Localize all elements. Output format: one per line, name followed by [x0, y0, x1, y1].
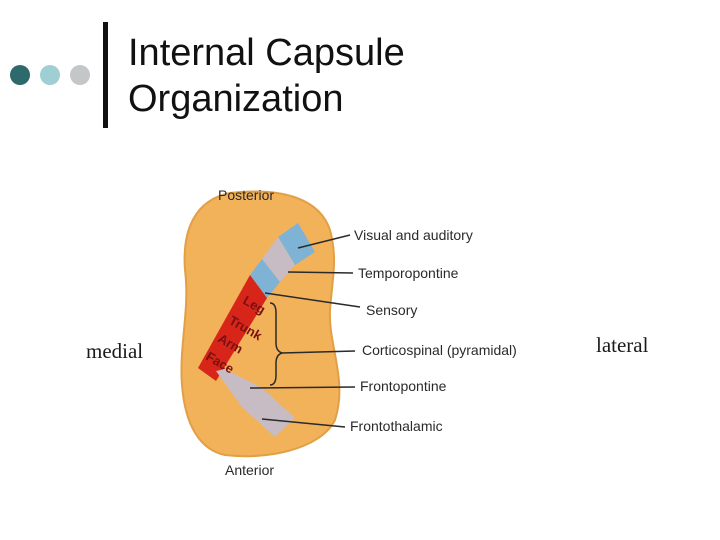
segment-temporopontine: [262, 237, 295, 282]
segment-corticospinal: [198, 275, 267, 381]
leader-lines: [249, 234, 361, 428]
label-sensory: Sensory: [366, 302, 417, 318]
slide-title: Internal Capsule Organization: [128, 30, 688, 122]
segment-sensory: [250, 259, 280, 298]
leader-frontothalamic: [261, 418, 346, 428]
leader-visual-auditory: [297, 234, 351, 249]
medial-label: medial: [86, 339, 144, 363]
label-corticospinal: Corticospinal (pyramidal): [362, 342, 517, 358]
leader-temporopontine: [287, 271, 354, 274]
segment-frontopontine: [216, 369, 262, 407]
internal-capsule-diagram: Leg Trunk Arm Face Posterior Visual and …: [180, 187, 517, 478]
leader-sensory: [264, 292, 361, 308]
bullet-dot-dark: [10, 65, 30, 85]
bullet-dot-gray: [70, 65, 90, 85]
segment-visual-auditory: [278, 223, 315, 265]
title-line-1: Internal Capsule: [128, 32, 405, 74]
label-temporopontine: Temporopontine: [358, 265, 459, 281]
lateral-label: lateral: [596, 333, 649, 357]
leader-corticospinal: [281, 350, 356, 354]
label-frontothalamic: Frontothalamic: [350, 418, 443, 434]
title-line-2: Organization: [128, 78, 344, 120]
leader-frontopontine: [249, 386, 356, 389]
label-frontopontine: Frontopontine: [360, 378, 447, 394]
label-posterior: Posterior: [218, 187, 274, 203]
bullet-dot-light: [40, 65, 60, 85]
title-divider: [103, 22, 108, 128]
segment-frontothalamic: [242, 388, 295, 437]
label-anterior: Anterior: [225, 462, 274, 478]
label-visual-auditory: Visual and auditory: [354, 227, 473, 243]
